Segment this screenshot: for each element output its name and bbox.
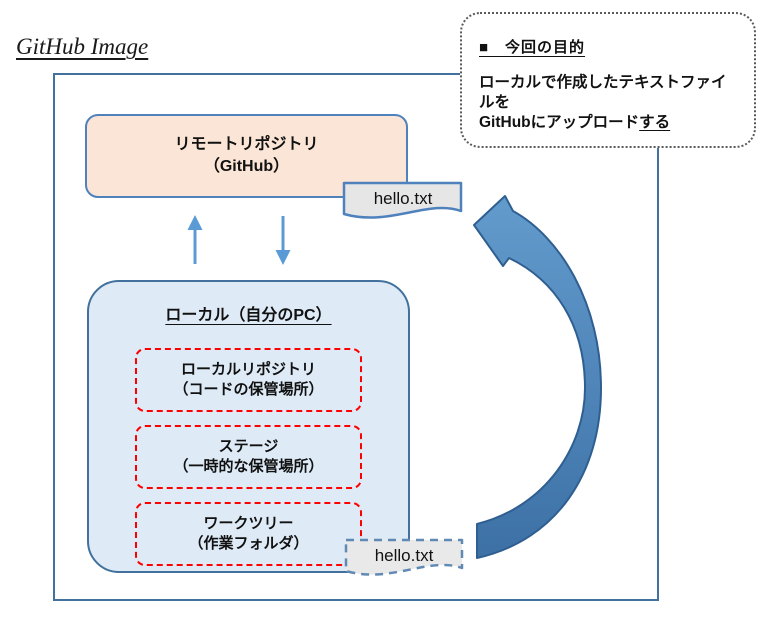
curved-upload-arrow-icon: [473, 195, 602, 559]
worktree-file-doc: hello.txt: [344, 538, 464, 576]
stage-label: ステージ: [218, 438, 279, 456]
local-repository-sublabel: （コードの保管場所）: [173, 381, 324, 398]
worktree-sublabel: （作業フォルダ）: [188, 535, 309, 552]
sync-arrows: [187, 215, 291, 265]
remote-repository-label: リモートリポジトリ: [174, 136, 319, 154]
stage-sublabel: （一時的な保管場所）: [173, 458, 324, 475]
worktree-label: ワークツリー: [203, 515, 294, 533]
purpose-callout: ■ 今回の目的 ローカルで作成したテキストファイルを GitHubにアップロード…: [460, 12, 756, 148]
worktree-area: ワークツリー （作業フォルダ）: [135, 502, 362, 566]
page-title: GitHub Image: [16, 34, 149, 59]
document-shape-icon: [344, 538, 464, 576]
purpose-body-line1: ローカルで作成したテキストファイルを: [479, 74, 727, 111]
worktree-file-label: hello.txt: [375, 546, 434, 565]
remote-repository-sublabel: （GitHub）: [203, 158, 290, 175]
purpose-body-line2-underlined: する: [639, 113, 671, 131]
local-pc-box: ローカル（自分のPC） ローカルリポジトリ （コードの保管場所） ステージ （一…: [87, 280, 410, 573]
remote-file-label: hello.txt: [374, 189, 433, 208]
remote-file-doc: hello.txt: [342, 181, 463, 219]
local-repository-area: ローカルリポジトリ （コードの保管場所）: [135, 348, 362, 412]
document-shape-icon: [342, 181, 463, 219]
purpose-body-line2: GitHubにアップロード: [479, 113, 640, 131]
local-repository-label: ローカルリポジトリ: [180, 361, 316, 379]
local-pc-title: ローカル（自分のPC）: [165, 307, 332, 324]
down-arrow-icon: [275, 216, 291, 265]
purpose-heading: ■ 今回の目的: [479, 39, 586, 56]
up-arrow-icon: [187, 215, 203, 264]
remote-repository-box: リモートリポジトリ （GitHub）: [85, 114, 408, 198]
purpose-body: ローカルで作成したテキストファイルを GitHubにアップロードする: [479, 73, 742, 132]
stage-area: ステージ （一時的な保管場所）: [135, 425, 362, 489]
